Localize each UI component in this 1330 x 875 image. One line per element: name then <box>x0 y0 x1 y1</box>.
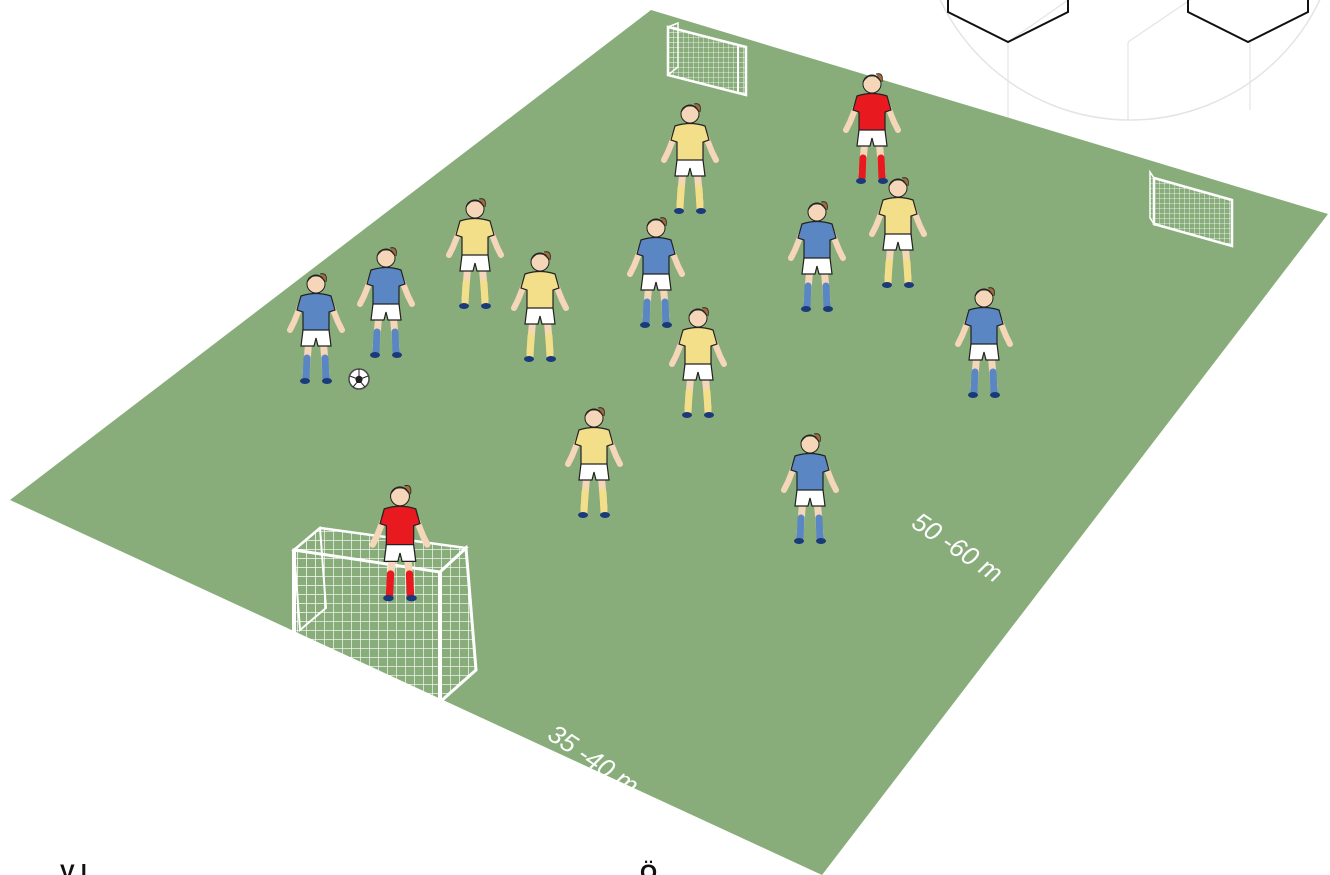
ball-pattern-decoration <box>920 0 1330 120</box>
field-surface <box>10 10 1328 875</box>
soccer-ball-icon <box>349 369 369 389</box>
hexagon-icon <box>1188 0 1308 42</box>
footer-left-text: V l <box>60 860 87 875</box>
footer-right-text: Ö <box>640 860 657 875</box>
hexagon-icon <box>948 0 1068 42</box>
